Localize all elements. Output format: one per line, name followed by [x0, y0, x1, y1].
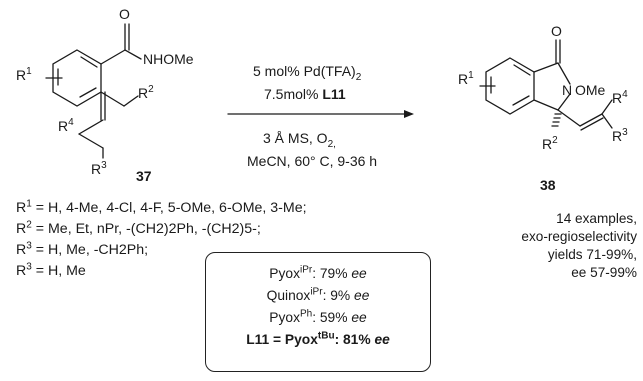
- ligand-result: PyoxPh: 59% ee: [269, 308, 367, 325]
- reaction-arrow: [227, 110, 414, 118]
- condition-additives: 3 Å MS, O2,: [263, 130, 336, 150]
- product-n-label: N: [562, 82, 572, 98]
- reactant-o-label: O: [119, 6, 130, 22]
- product-structure: [479, 39, 613, 131]
- reactant-r1-label: R1: [16, 66, 32, 83]
- reactant-r3-label: R3: [91, 160, 107, 177]
- reactant-r2-label: R2: [138, 84, 154, 101]
- substituent-line: R2 = Me, Et, nPr, -(CH2)2Ph, -(CH2)5-;: [16, 219, 261, 237]
- product-o-label: O: [551, 23, 562, 39]
- ligand-result: PyoxiPr: 79% ee: [269, 264, 367, 281]
- substituent-line: R3 = H, Me, -CH2Ph;: [16, 240, 149, 258]
- substituent-list: R1 = H, 4-Me, 4-Cl, 4-F, 5-OMe, 6-OMe, 3…: [16, 198, 307, 282]
- ligand-screening-box: PyoxiPr: 79% ee QuinoxiPr: 9% ee PyoxPh:…: [205, 252, 431, 372]
- product-r2-label: R2: [542, 135, 558, 152]
- reactant-id: 37: [136, 168, 152, 184]
- condition-solvent-temp-time: MeCN, 60° C, 9-36 h: [247, 153, 377, 169]
- reactant-nhome-label: NHOMe: [143, 51, 194, 67]
- substituent-line: R3 = H, Me: [16, 261, 86, 279]
- reactant-r4-label: R4: [58, 117, 74, 134]
- scope-summary: 14 examples, exo-regioselectivity yields…: [521, 211, 637, 280]
- ligand-result: QuinoxiPr: 9% ee: [266, 286, 370, 303]
- product-id: 38: [540, 177, 556, 193]
- product-r4-label: R4: [612, 89, 628, 106]
- ligand-result-best: L11 = PyoxtBu: 81% ee: [246, 330, 390, 347]
- condition-ligand: 7.5mol% L11: [264, 86, 346, 102]
- product-r3-label: R3: [612, 127, 628, 144]
- product-ome-label: OMe: [575, 82, 606, 98]
- substituent-line: R1 = H, 4-Me, 4-Cl, 4-F, 5-OMe, 6-OMe, 3…: [16, 198, 307, 216]
- reactant-structure: [45, 23, 142, 159]
- condition-catalyst: 5 mol% Pd(TFA)2: [253, 63, 362, 83]
- product-r1-label: R1: [458, 70, 474, 87]
